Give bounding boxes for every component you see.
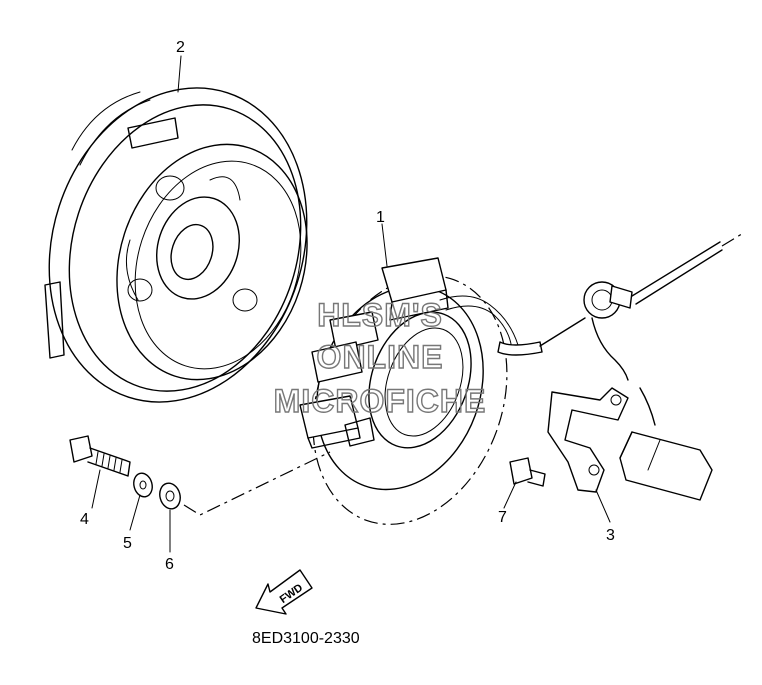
bracket-part[interactable] [547, 387, 629, 493]
watermark: HLSM'S ONLINE MICROFICHE [273, 296, 487, 419]
assembly-centerline [183, 451, 331, 516]
callout-3: 3 [606, 527, 615, 544]
forward-direction-arrow: FWD [255, 569, 313, 615]
washer-part-6[interactable] [157, 481, 183, 511]
watermark-line-1: HLSM'S [317, 297, 443, 333]
rotor-flywheel-part[interactable] [10, 54, 347, 436]
screw-part-7[interactable] [509, 457, 546, 487]
watermark-line-3: MICROFICHE [274, 383, 487, 419]
stator-assembly-part[interactable] [280, 231, 746, 552]
washer-part-5[interactable] [131, 471, 155, 499]
callout-4: 4 [80, 511, 89, 528]
bolt-part-4[interactable] [69, 435, 131, 477]
callout-2: 2 [176, 39, 185, 56]
watermark-line-2: ONLINE [317, 339, 444, 375]
callout-1: 1 [376, 209, 385, 226]
figure-code: 8ED3100-2330 [252, 630, 360, 647]
callout-7: 7 [498, 509, 507, 526]
callout-5: 5 [123, 535, 132, 552]
callout-6: 6 [165, 556, 174, 573]
leader-lines [91, 55, 611, 553]
